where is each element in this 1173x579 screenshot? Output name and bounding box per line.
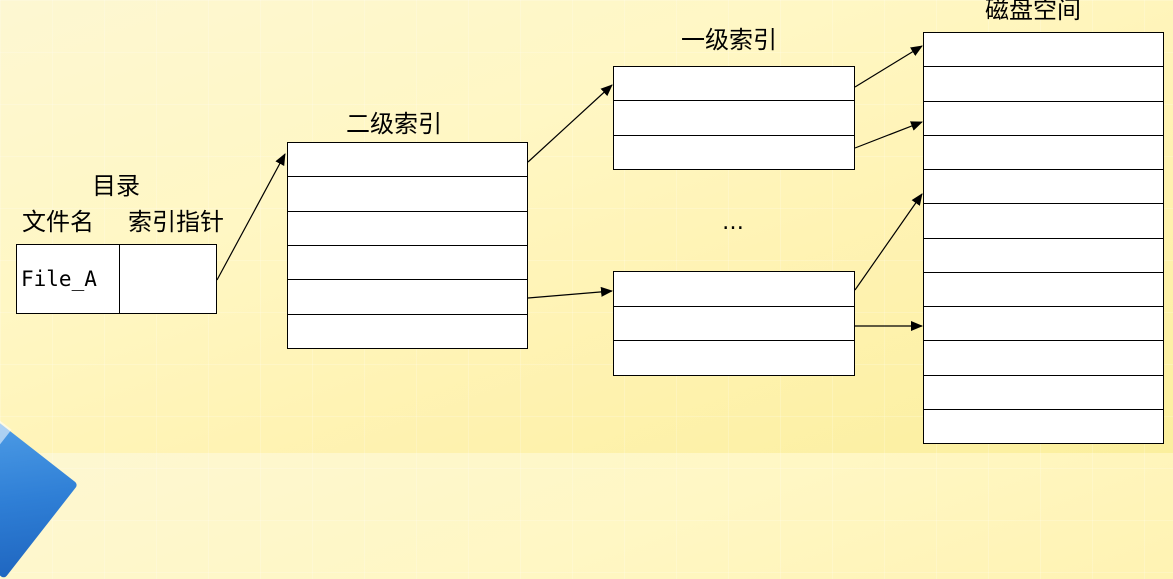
second-level-index-entry — [288, 279, 527, 313]
second-level-index-block — [287, 142, 528, 349]
second-level-index-label: 二级索引 — [346, 110, 442, 138]
disk-block — [924, 374, 1163, 409]
first-level-index-entry — [614, 305, 854, 341]
second-level-index-entry — [288, 313, 527, 348]
second-level-index-entry — [288, 176, 527, 210]
arrow-second-to-first-lower — [527, 286, 613, 299]
disk-space-block — [923, 32, 1164, 444]
arrow-second-to-first-upper — [527, 84, 613, 163]
arrow-first-upper-to-disk-1 — [854, 45, 923, 88]
arrow-first-upper-to-disk-2 — [854, 121, 923, 149]
disk-block — [924, 408, 1163, 443]
first-level-index-block-2 — [613, 271, 855, 376]
disk-block — [924, 271, 1163, 306]
disk-space-label: 磁盘空间 — [985, 0, 1081, 24]
disk-block — [924, 134, 1163, 169]
first-level-index-block-1 — [613, 66, 855, 170]
disk-block — [924, 237, 1163, 272]
first-level-index-entry — [614, 134, 854, 169]
first-level-index-entry — [614, 100, 854, 134]
disk-block — [924, 66, 1163, 100]
pointer-arrows — [216, 45, 923, 331]
first-level-index-label: 一级索引 — [681, 26, 777, 54]
index-pointer-column-label: 索引指针 — [128, 208, 224, 236]
disk-block — [924, 100, 1163, 135]
disk-block — [924, 203, 1163, 237]
arrow-first-lower-to-disk-1 — [854, 193, 923, 291]
second-level-index-entry — [288, 210, 527, 245]
directory-entry: File_A — [16, 244, 217, 314]
arrow-dir-to-second-level — [216, 153, 286, 281]
disk-block — [924, 340, 1163, 374]
first-level-index-entry — [614, 340, 854, 375]
directory-label: 目录 — [92, 172, 140, 200]
filename-column-label: 文件名 — [22, 208, 94, 236]
disk-block — [924, 306, 1163, 340]
disk-block — [924, 169, 1163, 203]
second-level-index-entry — [288, 244, 527, 279]
file-name-cell: File_A — [17, 245, 120, 313]
ellipsis-label: … — [722, 210, 744, 235]
